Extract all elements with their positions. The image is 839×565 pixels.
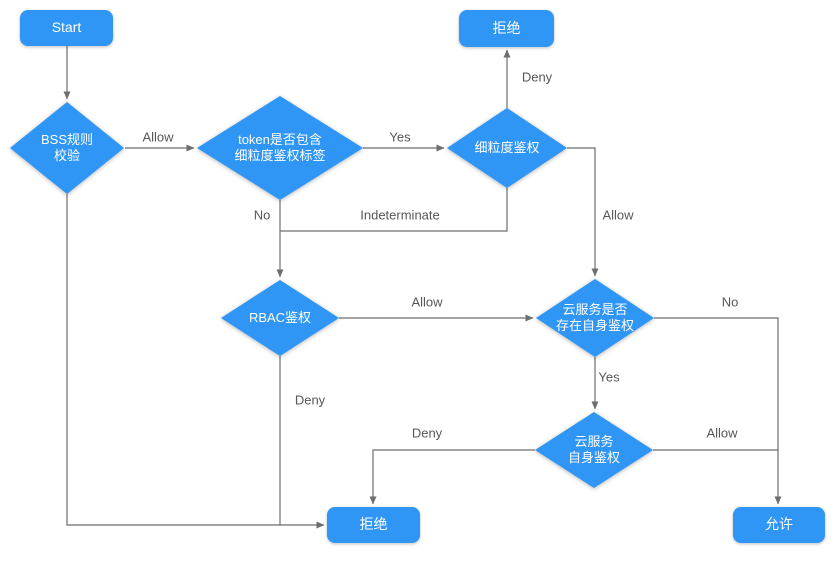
- edge-bss-to-reject-bottom: [66, 194, 325, 529]
- node-fine-grained-auth: 细粒度鉴权: [447, 108, 567, 188]
- node-bss-check: BSS规则 校验: [10, 102, 124, 194]
- node-cloud-service-check-label-line2: 存在自身鉴权: [555, 318, 634, 333]
- edge-label-allow-selfauth-to-allow: Allow: [704, 425, 740, 441]
- edge-label-yes-cloudcheck-to-selfauth: Yes: [596, 369, 622, 385]
- node-rbac-auth-label: RBAC鉴权: [248, 309, 312, 325]
- edge-label-deny-fine-to-reject: Deny: [519, 69, 555, 85]
- node-allow-end: 允许: [733, 507, 825, 543]
- node-start-label: Start: [51, 19, 82, 36]
- edge-label-allow-bss-to-token: Allow: [140, 129, 176, 145]
- edge-selfauth-to-reject-bottom: [369, 449, 535, 505]
- node-cloud-service-check-label-line1: 云服务是否: [562, 301, 628, 317]
- node-reject-top-label: 拒绝: [492, 19, 521, 36]
- node-bss-check-label-line2: 校验: [53, 148, 80, 163]
- edge-label-allow-fine-to-cloudcheck: Allow: [600, 207, 636, 223]
- node-reject-bottom-label: 拒绝: [359, 516, 388, 533]
- node-token-check: token是否包含 细粒度鉴权标签: [197, 96, 363, 200]
- node-bss-check-label-line1: BSS规则: [40, 131, 93, 147]
- edge-label-indeterminate: Indeterminate: [358, 207, 442, 223]
- edge-label-deny-rbac-to-reject: Deny: [292, 392, 328, 408]
- node-reject-top: 拒绝: [459, 10, 554, 47]
- edge-label-deny-selfauth-to-reject: Deny: [409, 425, 445, 441]
- edge-cloudcheck-no-to-allow: [654, 317, 782, 505]
- node-token-check-label-line2: 细粒度鉴权标签: [234, 148, 326, 163]
- node-cloud-service-check: 云服务是否 存在自身鉴权: [536, 279, 654, 357]
- edge-label-yes-token-to-fine: Yes: [387, 129, 413, 145]
- node-reject-bottom: 拒绝: [327, 507, 420, 543]
- edge-label-no-token-to-rbac: No: [251, 207, 273, 223]
- edge-fine-to-cloudcheck: [567, 147, 599, 277]
- node-allow-end-label: 允许: [765, 516, 793, 533]
- edge-label-allow-rbac-to-cloudcheck: Allow: [409, 294, 445, 310]
- node-cloud-self-auth-label-line2: 自身鉴权: [567, 450, 620, 465]
- node-cloud-self-auth-label-line1: 云服务: [574, 433, 614, 449]
- edge-fine-indeterminate: [280, 188, 508, 232]
- node-fine-grained-auth-label: 细粒度鉴权: [474, 139, 540, 155]
- node-rbac-auth: RBAC鉴权: [221, 280, 339, 356]
- node-cloud-self-auth: 云服务 自身鉴权: [535, 412, 653, 488]
- edge-label-no-cloudcheck-to-allow: No: [719, 294, 741, 310]
- node-token-check-label-line1: token是否包含: [238, 131, 322, 147]
- node-start: Start: [20, 10, 113, 46]
